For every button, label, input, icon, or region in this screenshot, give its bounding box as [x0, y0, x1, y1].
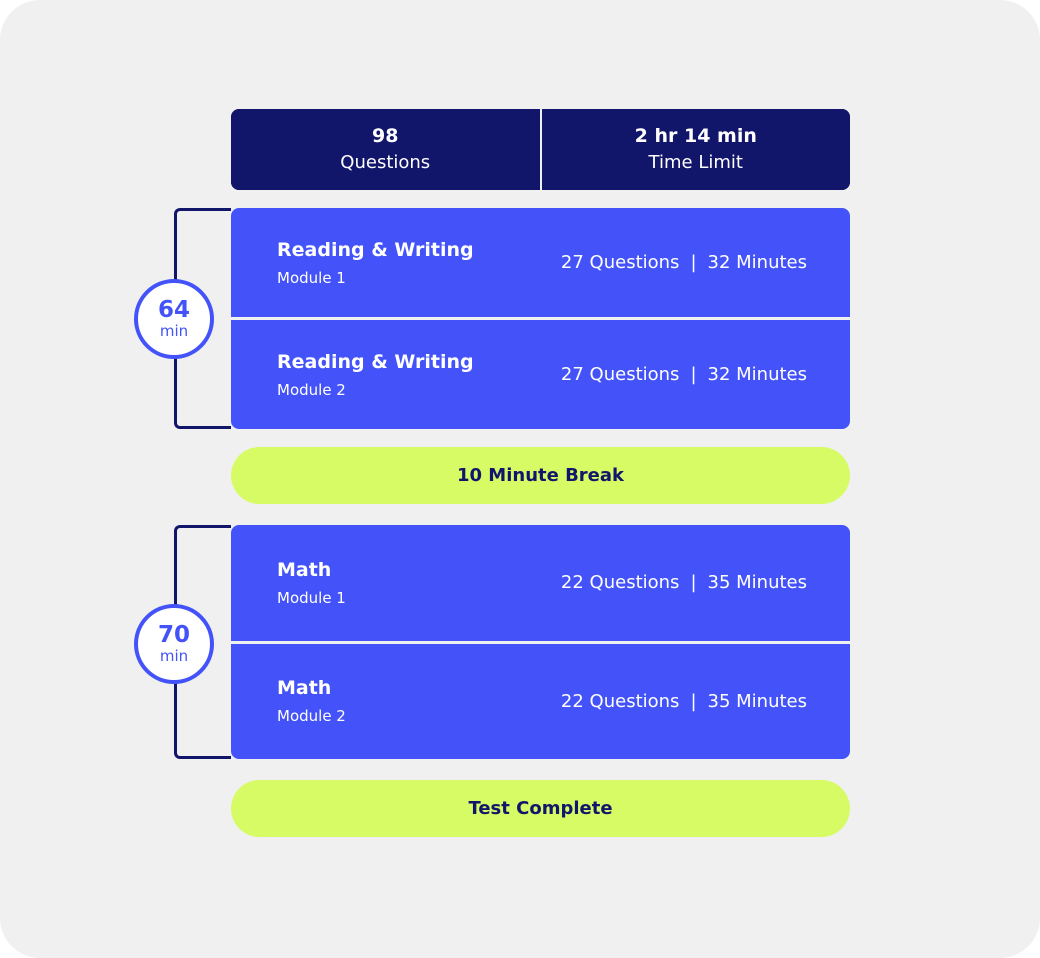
- module-questions: 22 Questions: [560, 690, 680, 712]
- module-title: Math: [277, 677, 332, 700]
- module-subtitle: Module 2: [277, 707, 346, 726]
- test-complete-pill: Test Complete: [231, 780, 850, 837]
- total-questions-value: 98: [372, 124, 399, 147]
- test-summary-header: 98 Questions 2 hr 14 min Time Limit: [231, 109, 850, 190]
- reading-writing-module-2: Reading & Writing Module 2 27 Questions …: [231, 320, 850, 429]
- module-stats: 22 Questions | 35 Minutes: [561, 691, 807, 712]
- module-subtitle: Module 2: [277, 380, 346, 399]
- total-questions-cell: 98 Questions: [231, 109, 540, 190]
- module-title: Reading & Writing: [277, 238, 474, 261]
- badge-unit: min: [159, 647, 189, 665]
- time-limit-cell: 2 hr 14 min Time Limit: [539, 109, 850, 190]
- math-module-2: Math Module 2 22 Questions | 35 Minutes: [231, 643, 850, 759]
- module-stats: 27 Questions | 32 Minutes: [561, 252, 807, 273]
- module-subtitle: Module 1: [277, 268, 346, 287]
- module-minutes: 32 Minutes: [707, 364, 807, 385]
- badge-value: 70: [157, 622, 190, 648]
- module-title: Math: [277, 558, 332, 581]
- module-title: Reading & Writing: [277, 350, 474, 373]
- break-pill: 10 Minute Break: [231, 447, 850, 504]
- module-questions: 27 Questions: [560, 252, 680, 273]
- module-stats: 22 Questions | 35 Minutes: [561, 572, 807, 593]
- reading-writing-section: Reading & Writing Module 1 27 Questions …: [231, 208, 850, 429]
- total-questions-label: Questions: [340, 151, 431, 173]
- badge-value: 64: [157, 297, 190, 323]
- module-subtitle: Module 1: [277, 588, 346, 607]
- module-questions: 27 Questions: [560, 364, 680, 385]
- stats-separator: |: [690, 572, 697, 594]
- time-limit-label: Time Limit: [648, 151, 743, 173]
- reading-writing-module-1: Reading & Writing Module 1 27 Questions …: [231, 208, 850, 317]
- badge-unit: min: [159, 322, 189, 340]
- module-questions: 22 Questions: [560, 572, 680, 594]
- module-minutes: 32 Minutes: [707, 252, 807, 273]
- module-minutes: 35 Minutes: [707, 690, 807, 712]
- reading-writing-duration-badge: 64 min: [134, 279, 214, 359]
- stats-separator: |: [690, 252, 697, 273]
- stats-separator: |: [690, 364, 697, 385]
- math-section: Math Module 1 22 Questions | 35 Minutes …: [231, 525, 850, 759]
- math-duration-badge: 70 min: [134, 604, 214, 684]
- module-stats: 27 Questions | 32 Minutes: [561, 364, 807, 385]
- math-module-1: Math Module 1 22 Questions | 35 Minutes: [231, 525, 850, 641]
- module-minutes: 35 Minutes: [707, 572, 807, 594]
- time-limit-value: 2 hr 14 min: [634, 124, 757, 147]
- stats-separator: |: [690, 690, 697, 712]
